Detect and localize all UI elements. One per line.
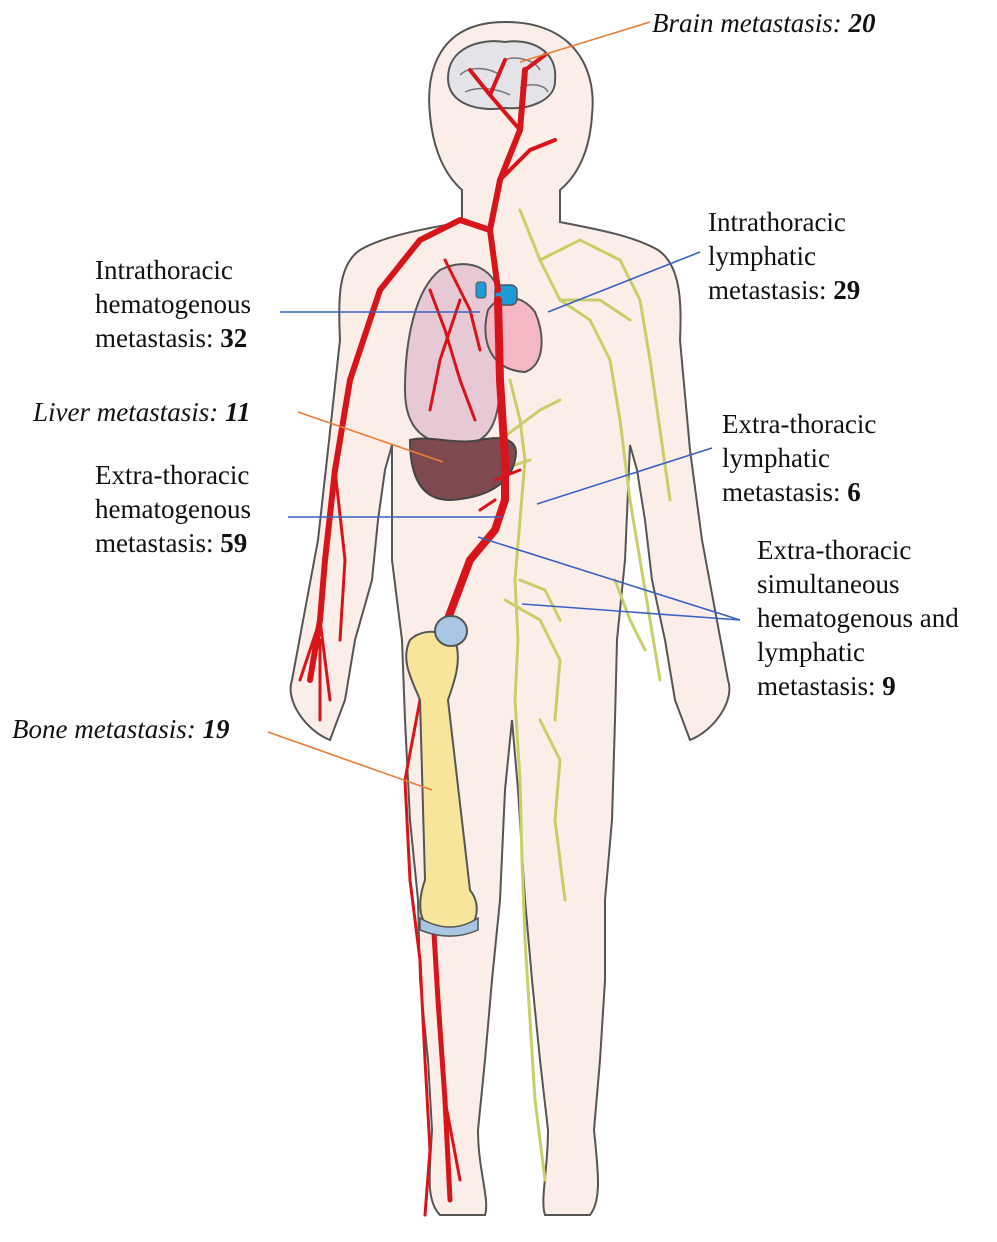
extra-lymph-line-2: lymphatic — [722, 441, 876, 475]
label-bone-metastasis: Bone metastasis: 19 — [12, 712, 229, 746]
brain-count: 20 — [849, 8, 876, 38]
intra-lymph-line-2: lymphatic — [708, 239, 860, 273]
label-liver-metastasis: Liver metastasis: 11 — [33, 395, 251, 429]
intra-lymph-line-1: Intrathoracic — [708, 205, 860, 239]
extra-hema-last: metastasis: — [95, 528, 213, 558]
liver-text: Liver metastasis: — [33, 397, 218, 427]
intra-hema-line-1: Intrathoracic — [95, 253, 251, 287]
extra-sim-line-4: lymphatic — [757, 635, 959, 669]
extra-hema-count: 59 — [220, 528, 247, 558]
intra-lymph-count: 29 — [833, 275, 860, 305]
heart-vein-side — [476, 282, 486, 298]
femur-head — [435, 616, 467, 646]
label-intrathoracic-hematogenous: Intrathoracic hematogenous metastasis: 3… — [95, 253, 251, 355]
extra-lymph-count: 6 — [847, 477, 861, 507]
extra-sim-line-1: Extra-thoracic — [757, 533, 959, 567]
extra-lymph-line-1: Extra-thoracic — [722, 407, 876, 441]
body-silhouette — [291, 22, 730, 1215]
extra-sim-line-3: hematogenous and — [757, 601, 959, 635]
label-extra-thoracic-lymphatic: Extra-thoracic lymphatic metastasis: 6 — [722, 407, 876, 509]
intra-hema-last: metastasis: — [95, 323, 213, 353]
intra-hema-count: 32 — [220, 323, 247, 353]
extra-lymph-last: metastasis: — [722, 477, 840, 507]
extra-hema-line-2: hematogenous — [95, 492, 251, 526]
bone-text: Bone metastasis: — [12, 714, 196, 744]
label-brain-metastasis: Brain metastasis: 20 — [652, 6, 876, 40]
brain-text: Brain metastasis: — [652, 8, 842, 38]
extra-sim-last: metastasis: — [757, 671, 875, 701]
intra-hema-line-2: hematogenous — [95, 287, 251, 321]
label-intrathoracic-lymphatic: Intrathoracic lymphatic metastasis: 29 — [708, 205, 860, 307]
bone-count: 19 — [202, 714, 229, 744]
extra-sim-line-2: simultaneous — [757, 567, 959, 601]
liver-count: 11 — [225, 397, 251, 427]
label-extra-thoracic-hematogenous: Extra-thoracic hematogenous metastasis: … — [95, 458, 251, 560]
label-extra-thoracic-simultaneous: Extra-thoracic simultaneous hematogenous… — [757, 533, 959, 703]
brain — [448, 41, 555, 109]
extra-sim-count: 9 — [882, 671, 896, 701]
extra-hema-line-1: Extra-thoracic — [95, 458, 251, 492]
intra-lymph-last: metastasis: — [708, 275, 826, 305]
